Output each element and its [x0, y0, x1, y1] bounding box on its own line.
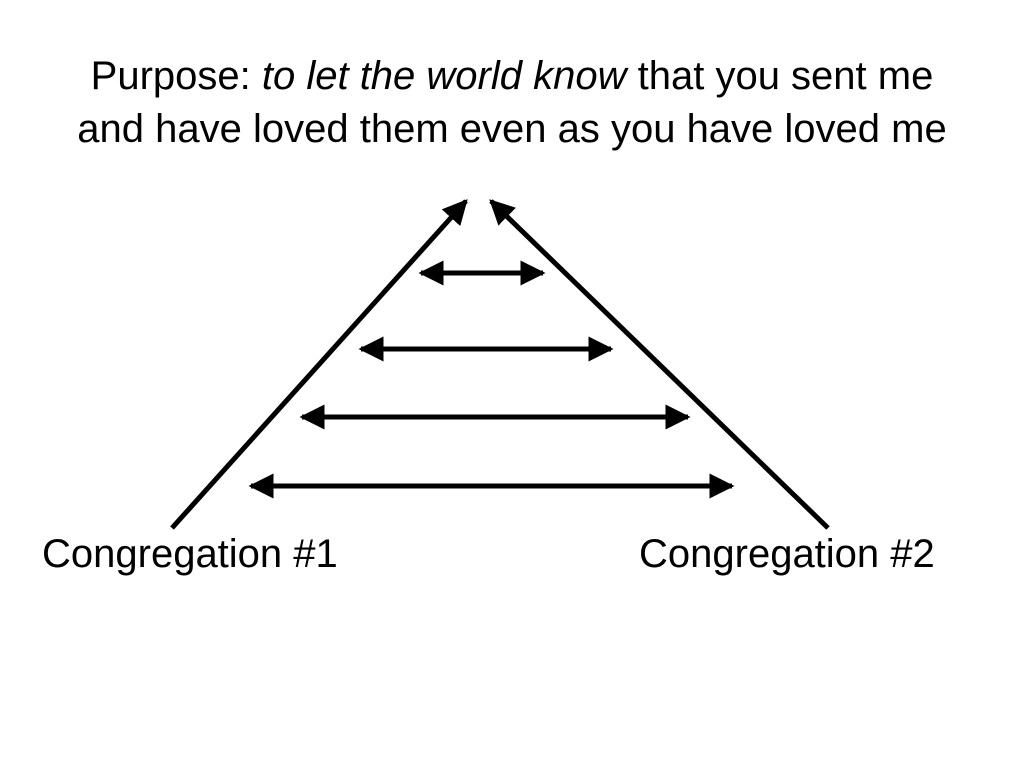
right-ascending-arrow [489, 199, 830, 530]
left-ascending-arrow [170, 199, 468, 530]
congregation-2-label: Congregation #2 [639, 532, 935, 576]
congregation-1-label: Congregation #1 [42, 532, 338, 576]
heading-suffix: that you sent me [626, 54, 934, 98]
heading-prefix: Purpose: [90, 54, 262, 98]
heading-emphasis: to let the world know [261, 54, 627, 98]
purpose-heading: Purpose: to let the world know that you … [0, 50, 1024, 156]
heading-line-1: Purpose: to let the world know that you … [0, 50, 1024, 103]
heading-line-2: and have loved them even as you have lov… [77, 107, 947, 151]
